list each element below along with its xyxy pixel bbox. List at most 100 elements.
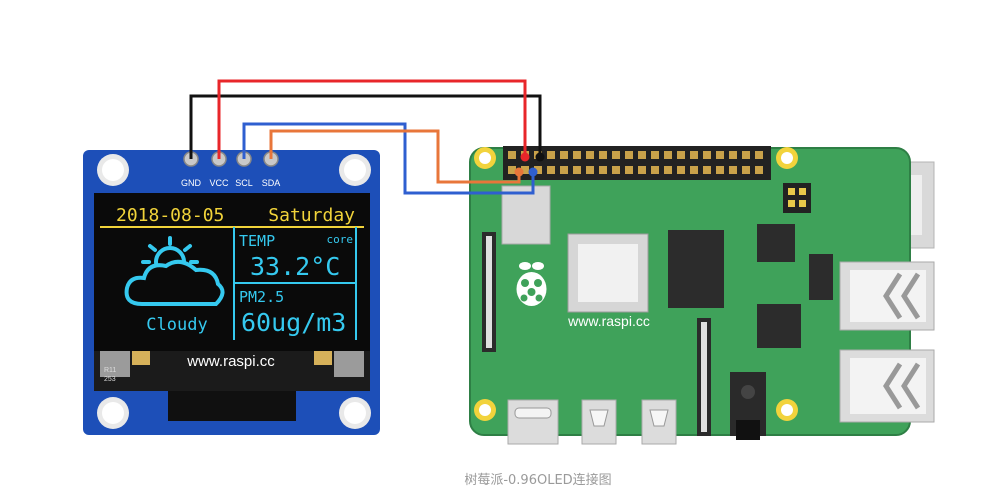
gpio-pin [560, 151, 568, 159]
oled-ribbon-contact [314, 351, 332, 365]
gpio-sda-endpoint [514, 167, 524, 177]
gpio-pin [612, 151, 620, 159]
mounting-hole-icon [474, 147, 496, 169]
soc-chip [578, 244, 638, 302]
mounting-hole-icon [776, 147, 798, 169]
sun-behind-cloud-icon [124, 236, 225, 306]
gpio-pin [547, 166, 555, 174]
gpio-scl-endpoint [528, 167, 538, 177]
pi-chip [757, 304, 801, 348]
gpio-pin [638, 151, 646, 159]
gpio-pin [677, 166, 685, 174]
ram-chip [668, 230, 724, 308]
gpio-vcc-endpoint [520, 152, 530, 162]
gpio-gnd-endpoint [535, 152, 545, 162]
gpio-pin [742, 166, 750, 174]
diagram-caption: 树莓派-0.96OLED连接图 [464, 472, 611, 488]
gpio-pin [638, 166, 646, 174]
oled-screen [94, 193, 370, 351]
gpio-pin [521, 166, 529, 174]
mounting-hole-icon [339, 397, 371, 429]
raspberry-pi-board: www.raspi.cc [469, 146, 935, 445]
gpio-pin [599, 151, 607, 159]
oled-temp-sublabel: core [327, 233, 354, 246]
mounting-hole-icon [339, 154, 371, 186]
gpio-pin [729, 166, 737, 174]
gpio-pin [625, 151, 633, 159]
pin-label-sda: SDA [262, 178, 281, 188]
mounting-hole-icon [776, 399, 798, 421]
mounting-hole-icon [97, 154, 129, 186]
pi-jumper [783, 183, 811, 213]
mounting-hole-icon [474, 399, 496, 421]
oled-temp-label: TEMP [239, 232, 275, 250]
oled-date: 2018-08-05 [116, 205, 224, 226]
oled-temp-value: 33.2°C [250, 252, 340, 281]
gpio-pin [534, 166, 542, 174]
usb-port [839, 349, 935, 423]
usb-port [839, 261, 935, 331]
pin-label-vcc: VCC [209, 178, 229, 188]
pi-component [501, 185, 551, 245]
oled-weekday: Saturday [268, 205, 355, 226]
gpio-pin [586, 166, 594, 174]
pi-chip [757, 224, 795, 262]
pi-watermark: www.raspi.cc [567, 313, 650, 329]
pi-chip [809, 254, 833, 300]
pi-jumper-pin [788, 188, 795, 195]
gpio-pin [508, 166, 516, 174]
gpio-pin [560, 166, 568, 174]
pin-label-gnd: GND [181, 178, 202, 188]
gpio-pin [508, 151, 516, 159]
oled-weather-text: Cloudy [146, 315, 207, 335]
pi-jumper-pin [788, 200, 795, 207]
gpio-pin [690, 166, 698, 174]
micro-hdmi-port [641, 399, 677, 445]
display-connector [486, 236, 492, 348]
oled-pm-label: PM2.5 [239, 288, 284, 306]
gpio-pin [573, 151, 581, 159]
oled-pm-value: 60ug/m3 [241, 308, 346, 337]
raspberry-logo-icon [516, 262, 547, 306]
gpio-pin [677, 151, 685, 159]
gpio-pin [716, 151, 724, 159]
camera-connector [701, 322, 707, 432]
gpio-pin [716, 166, 724, 174]
gpio-pin [703, 166, 711, 174]
usb-c-power-port [507, 399, 559, 445]
oled-flex-cable [168, 391, 296, 421]
pi-jumper-pin [799, 200, 806, 207]
gpio-pin [742, 151, 750, 159]
gpio-pin [573, 166, 581, 174]
mounting-hole-icon [97, 397, 129, 429]
audio-jack [730, 372, 766, 440]
gpio-pin [651, 151, 659, 159]
gpio-pin [755, 151, 763, 159]
pi-jumper-pin [799, 188, 806, 195]
gpio-pin [612, 166, 620, 174]
gpio-pin [625, 166, 633, 174]
gpio-pin [664, 151, 672, 159]
gpio-pin [547, 151, 555, 159]
gpio-pin [690, 151, 698, 159]
sda-wire [269, 129, 521, 184]
gpio-pin [729, 151, 737, 159]
oled-ribbon-connector [334, 351, 364, 377]
gpio-pin [651, 166, 659, 174]
oled-ribbon-connector [100, 351, 130, 377]
gpio-pin [599, 166, 607, 174]
gpio-pin [755, 166, 763, 174]
gpio-pin [703, 151, 711, 159]
pin-label-scl: SCL [235, 178, 253, 188]
gpio-pin [586, 151, 594, 159]
gpio-pin [664, 166, 672, 174]
gpio-pins [508, 151, 763, 174]
gnd-wire [189, 94, 542, 159]
micro-hdmi-port [581, 399, 617, 445]
oled-module: GND VCC SCL SDA 2018-08-05 Saturday Clou… [83, 150, 380, 435]
oled-watermark: www.raspi.cc [186, 353, 275, 370]
wires [189, 79, 542, 195]
oled-ribbon-contact [132, 351, 150, 365]
